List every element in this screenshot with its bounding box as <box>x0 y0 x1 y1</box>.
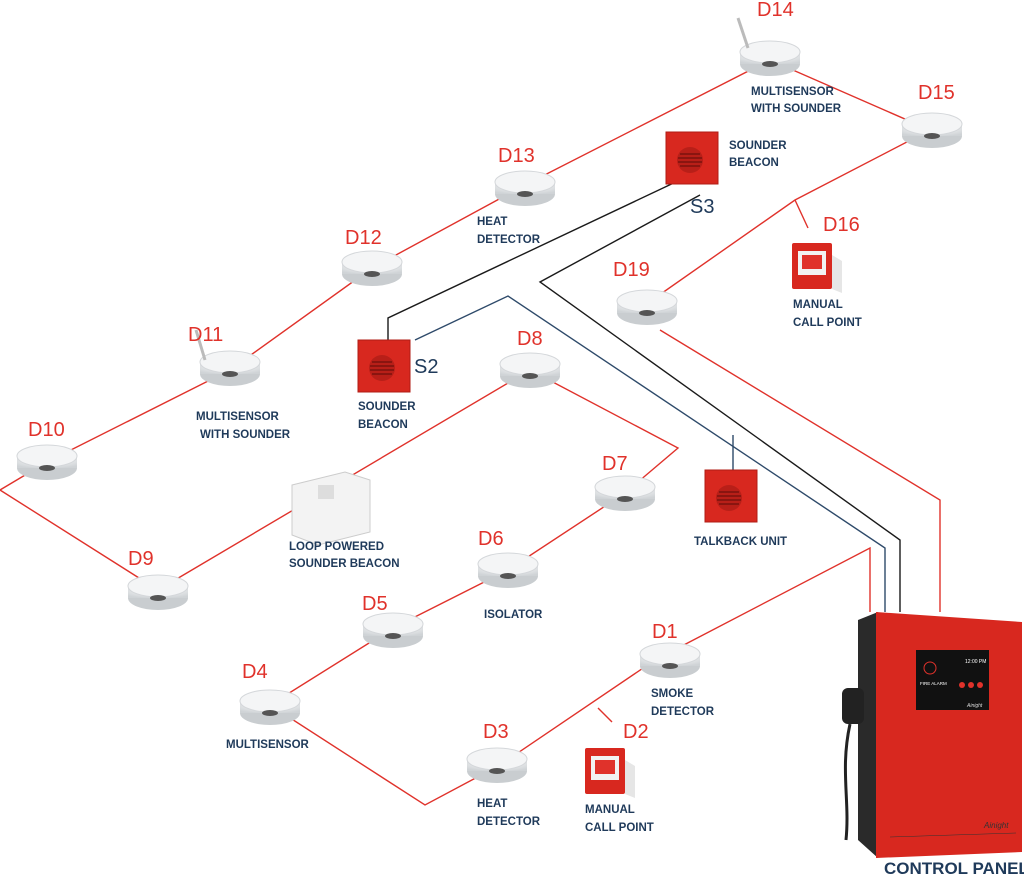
d15-detector[interactable] <box>901 112 963 149</box>
d14-caption: WITH SOUNDER <box>751 103 842 115</box>
antenna-icon <box>194 329 207 361</box>
d19-label: D19 <box>613 259 650 281</box>
d13-heat-detector[interactable] <box>494 170 556 207</box>
s3-caption: SOUNDER <box>729 140 787 152</box>
d12-detector[interactable] <box>341 250 403 287</box>
detectors <box>16 17 963 798</box>
d2-caption: MANUAL <box>585 804 635 816</box>
device-labels: D1 D2 D3 D4 D5 D6 D7 D8 D9 D10 D11 D12 D… <box>28 0 955 743</box>
device-captions: SMOKE DETECTOR MANUAL CALL POINT HEAT DE… <box>196 86 862 834</box>
fire-icon <box>923 661 937 675</box>
s2-caption: BEACON <box>358 419 408 431</box>
s2-label: S2 <box>414 356 438 378</box>
d8-detector[interactable] <box>499 352 561 389</box>
talkback-caption: TALKBACK UNIT <box>694 536 787 548</box>
microphone-cord <box>843 723 852 841</box>
d16-caption: MANUAL <box>793 299 843 311</box>
d12-label: D12 <box>345 227 382 249</box>
loop-sounder-caption: SOUNDER BEACON <box>289 558 400 570</box>
d2-manual-call-point[interactable] <box>585 748 635 798</box>
d11-label: D11 <box>188 324 223 346</box>
d11-multisensor-sounder[interactable] <box>199 350 261 387</box>
sounder-wire-panel <box>538 194 901 612</box>
loop-sounder-caption: LOOP POWERED <box>289 541 384 553</box>
d4-label: D4 <box>242 661 268 683</box>
d15-label: D15 <box>918 82 955 104</box>
s3-sounder-beacon[interactable] <box>665 131 719 185</box>
s2-sounder-beacon[interactable] <box>357 339 411 393</box>
loop-wiring <box>0 59 941 806</box>
d4-caption: MULTISENSOR <box>226 739 310 751</box>
d6-label: D6 <box>478 528 504 550</box>
d4-multisensor[interactable] <box>239 689 301 726</box>
d5-detector[interactable] <box>362 612 424 649</box>
d14-multisensor-sounder[interactable] <box>739 40 801 77</box>
panel-time: 12:00 PM <box>965 659 986 665</box>
d10-detector[interactable] <box>16 444 78 481</box>
d3-caption: DETECTOR <box>477 816 541 828</box>
d2-caption: CALL POINT <box>585 822 654 834</box>
d7-label: D7 <box>602 453 628 475</box>
d5-label: D5 <box>362 593 388 615</box>
d14-caption: MULTISENSOR <box>751 86 835 98</box>
loop-powered-sounder-beacon[interactable] <box>291 471 371 546</box>
d13-label: D13 <box>498 145 535 167</box>
panel-screen-title: FIRE ALARM <box>920 681 947 686</box>
loop-wire-lower <box>0 59 932 806</box>
d16-manual-call-point[interactable] <box>792 243 842 293</box>
s3-label: S3 <box>690 196 714 218</box>
d3-caption: HEAT <box>477 798 507 810</box>
s3-caption: BEACON <box>729 157 779 169</box>
panel-button[interactable] <box>968 682 974 688</box>
d6-isolator[interactable] <box>477 552 539 589</box>
d3-label: D3 <box>483 721 509 743</box>
talkback-wire <box>414 295 886 612</box>
panel-button[interactable] <box>977 682 983 688</box>
loop-wire-return <box>659 329 941 612</box>
control-panel-caption: CONTROL PANEL <box>884 859 1024 877</box>
d11-caption: MULTISENSOR <box>196 411 280 423</box>
d2-label: D2 <box>623 721 649 743</box>
d6-caption: ISOLATOR <box>484 609 543 621</box>
d1-caption: DETECTOR <box>651 706 715 718</box>
d3-heat-detector[interactable] <box>466 747 528 784</box>
d16-spur <box>794 199 809 229</box>
d1-smoke-detector[interactable] <box>639 642 701 679</box>
panel-brand-logo: Ainight <box>983 821 1009 830</box>
d8-label: D8 <box>517 328 543 350</box>
panel-screen <box>916 650 989 710</box>
d10-label: D10 <box>28 419 65 441</box>
d1-caption: SMOKE <box>651 688 694 700</box>
antenna-icon <box>736 17 750 49</box>
d13-caption: HEAT <box>477 216 507 228</box>
control-panel[interactable]: FIRE ALARM 12:00 PM Ainight Ainight CONT… <box>842 612 1024 877</box>
panel-button[interactable] <box>959 682 965 688</box>
d13-caption: DETECTOR <box>477 234 541 246</box>
d2-spur <box>597 707 613 723</box>
d16-label: D16 <box>823 214 860 236</box>
s2-caption: SOUNDER <box>358 401 416 413</box>
d1-label: D1 <box>652 621 678 643</box>
sounder-wire-s3-s2 <box>387 179 681 345</box>
d9-detector[interactable] <box>127 574 189 611</box>
d19-detector[interactable] <box>616 289 678 326</box>
d9-label: D9 <box>128 548 154 570</box>
d14-label: D14 <box>757 0 794 21</box>
panel-screen-brand: Ainight <box>966 703 983 709</box>
d7-detector[interactable] <box>594 475 656 512</box>
microphone-icon[interactable] <box>842 688 864 724</box>
talkback-unit[interactable] <box>704 469 758 523</box>
d16-caption: CALL POINT <box>793 317 862 329</box>
d11-caption: WITH SOUNDER <box>200 429 291 441</box>
